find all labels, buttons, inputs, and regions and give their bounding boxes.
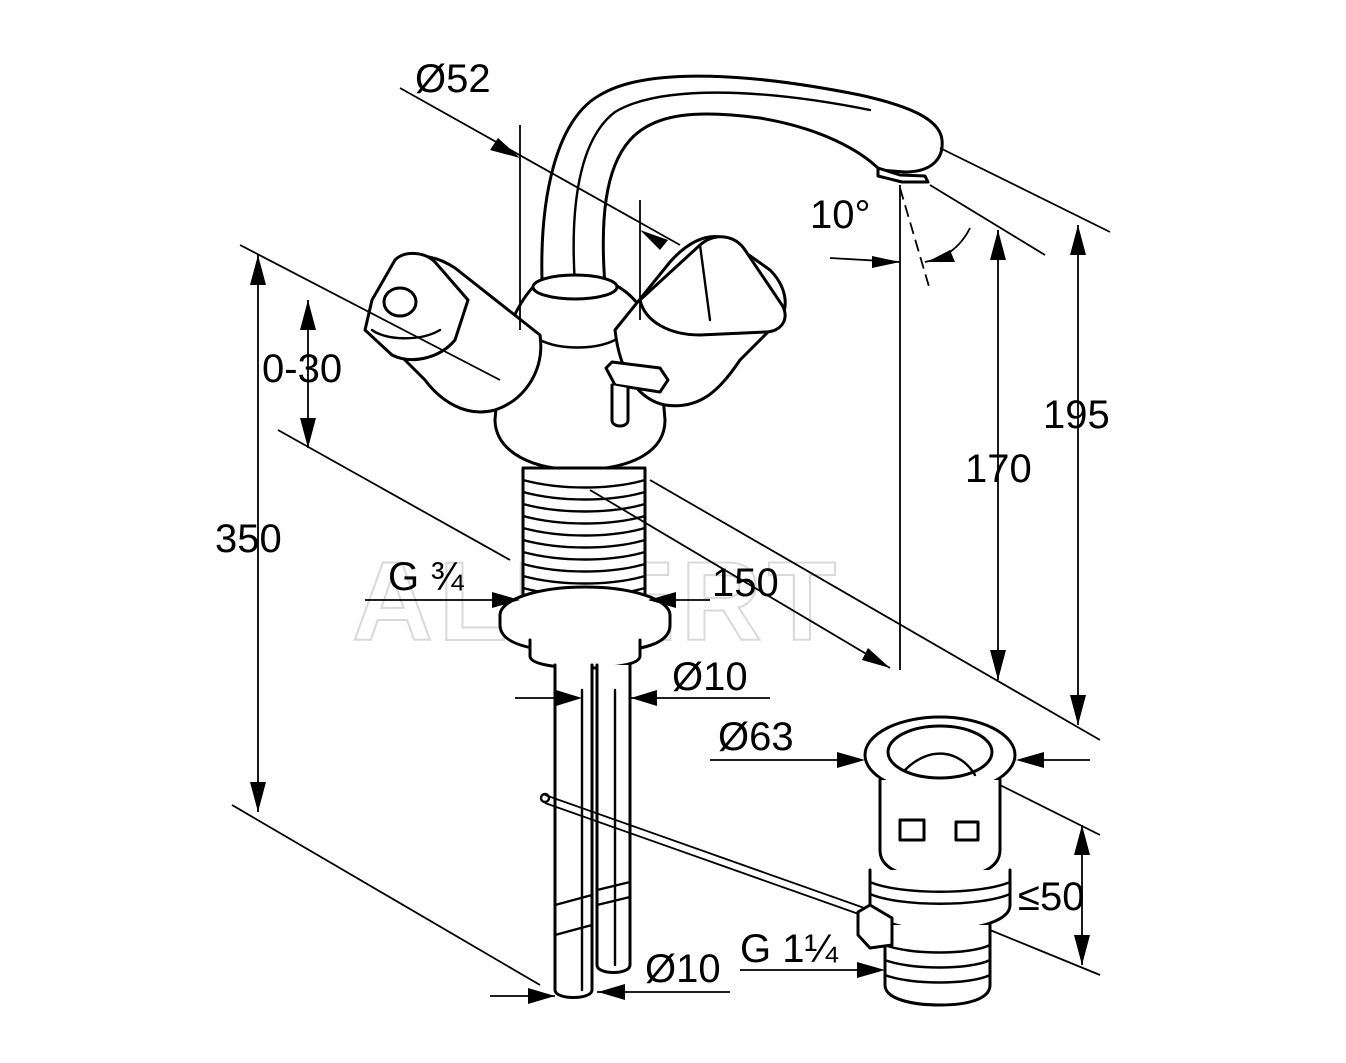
mixer-tap [363, 74, 944, 999]
dim-label-spout-height-top: 195 [1043, 393, 1110, 437]
dim-label-lever-travel: 0-30 [262, 347, 342, 391]
dim-label-waste-thread: G 1¼ [740, 927, 838, 971]
spout-outlet [876, 166, 930, 184]
dim-label-supply-pipe-bottom: Ø10 [645, 947, 721, 991]
dim-label-spout-reach: 150 [712, 561, 779, 605]
base-flange [498, 585, 672, 670]
dim-label-spout-height-outlet: 170 [965, 447, 1032, 491]
popup-rod [544, 794, 871, 911]
popup-lever [604, 360, 670, 428]
left-handle [363, 252, 543, 414]
dim-label-thread-connection: G ¾ [388, 555, 464, 599]
dimension-lines [231, 87, 1111, 1004]
dim-label-supply-pipe-top: Ø10 [672, 655, 748, 699]
right-handle [613, 235, 787, 408]
dim-label-spout-diameter: Ø52 [415, 57, 491, 101]
dim-label-waste-height: ≤50 [1018, 875, 1084, 919]
mixer-body-top [531, 273, 619, 301]
spout-inner-line [572, 91, 872, 287]
dim-label-waste-diameter: Ø63 [718, 715, 794, 759]
spout-body [540, 74, 944, 287]
dim-label-spout-angle: 10° [810, 193, 871, 237]
waste-valve [856, 715, 1017, 1007]
mixer-body-mid-line [538, 338, 617, 349]
supply-pipes [553, 663, 632, 999]
dim-label-total-height: 350 [215, 517, 282, 561]
